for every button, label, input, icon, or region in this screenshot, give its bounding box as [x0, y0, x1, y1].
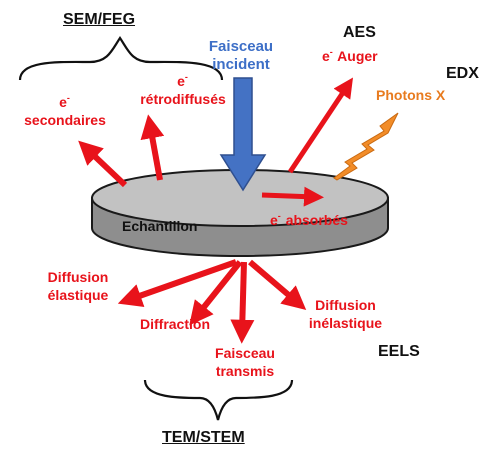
incident-beam-label: Faisceau incident: [208, 38, 274, 74]
auger-electrons-arrow: [287, 77, 353, 174]
aes-label: AES: [343, 24, 376, 41]
inelastic-scattering-arrow: [248, 259, 307, 311]
auger-label: e- Auger: [322, 47, 378, 64]
backscattered-electrons-label: e- rétrodiffusés: [140, 72, 226, 108]
xray-photon-lightning: [333, 112, 399, 181]
edx-label: EDX: [446, 65, 479, 82]
sem-feg-label: SEM/FEG: [63, 11, 136, 28]
transmitted-beam-label: Faisceau transmis: [215, 345, 275, 380]
photons-x-label: Photons X: [376, 87, 446, 103]
eels-label: EELS: [378, 343, 420, 360]
diffraction-label: Diffraction: [140, 316, 210, 332]
tem-brace: [143, 379, 294, 421]
secondary-electrons-arrow: [78, 140, 128, 188]
absorbed-electrons-label: e- absorbés: [270, 211, 348, 228]
absorbed-electrons-arrow: [261, 186, 324, 207]
diffraction-arrow: [189, 260, 243, 326]
transmitted-beam-arrow: [230, 261, 255, 344]
tem-stem-label: TEM/STEM: [162, 429, 245, 446]
sample-disk: [91, 169, 389, 257]
elastic-scattering-label: Diffusion élastique: [47, 269, 109, 304]
inelastic-scattering-label: Diffusion inélastique: [308, 297, 383, 332]
secondary-electrons-label: e- secondaires: [24, 93, 106, 128]
incident-beam-arrow: [219, 77, 267, 192]
sem-brace: [18, 36, 224, 81]
elastic-scattering-arrow: [117, 259, 237, 307]
sample-label: Echantillon: [122, 218, 198, 234]
backscattered-electrons-arrow: [140, 114, 165, 181]
